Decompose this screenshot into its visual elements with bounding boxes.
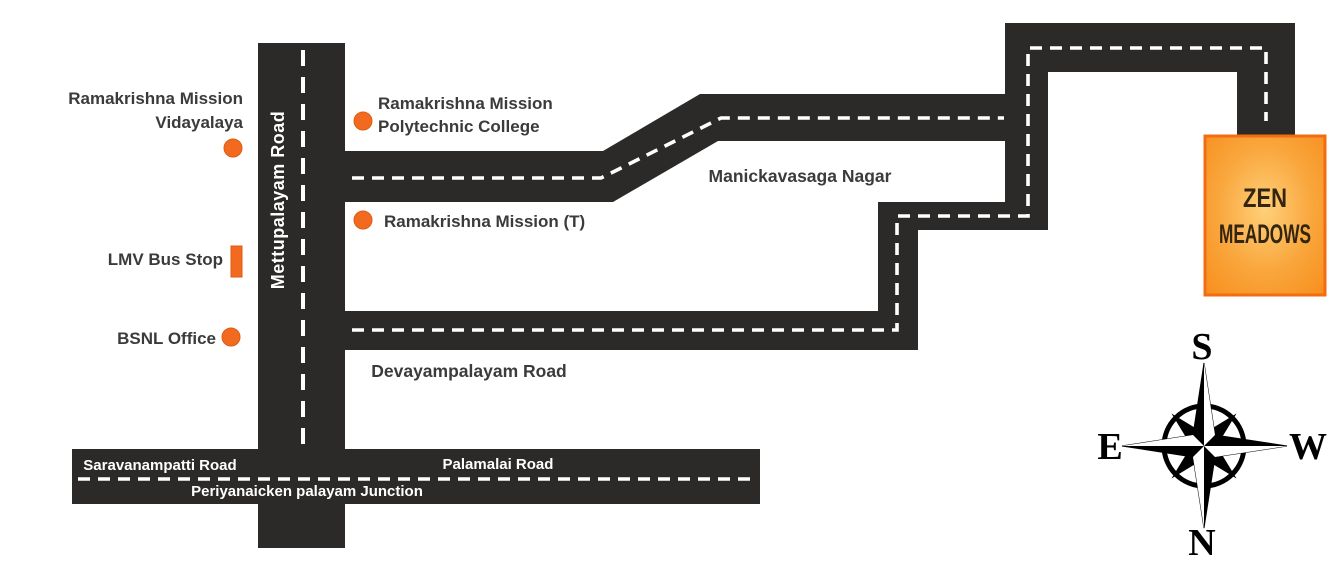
label-palamalai-road: Palamalai Road <box>443 456 554 473</box>
label-mission-t: Ramakrishna Mission (T) <box>384 212 585 231</box>
zen-meadows-box <box>1203 134 1327 297</box>
lmv-bus-stop-bar-marker <box>230 245 243 278</box>
zen-meadows-line1: ZEN <box>1243 183 1287 213</box>
label-periyanaicken-junction: Periyanaicken palayam Junction <box>191 483 423 500</box>
compass-letter-right: W <box>1289 426 1327 468</box>
center-line-devayampalayam-route <box>352 46 1268 332</box>
label-mettupalayam-road: Mettupalayam Road <box>268 111 288 290</box>
road-bottom <box>72 449 760 504</box>
road-diagonal-segment <box>603 94 718 202</box>
compass-north-highlight <box>1204 363 1215 446</box>
compass-letter-bottom: N <box>1188 522 1215 564</box>
project-box: ZEN MEADOWS <box>1203 134 1327 297</box>
compass-west-highlight <box>1122 435 1204 446</box>
center-line-polytechnic-route <box>352 116 1004 180</box>
vidayalaya-dot-marker <box>223 138 243 158</box>
mission-t-dot-marker <box>353 210 373 230</box>
compass-letter-left: E <box>1097 426 1122 468</box>
label-vidayalaya-line2: Vidayalaya <box>155 113 243 132</box>
road-network <box>72 23 1295 548</box>
label-lmv-bus-stop: LMV Bus Stop <box>108 250 223 269</box>
label-bsnl-office: BSNL Office <box>117 329 216 348</box>
label-saravanampatti-road: Saravanampatti Road <box>83 457 236 474</box>
compass-south-highlight <box>1193 446 1204 528</box>
label-polytechnic-line2: Polytechnic College <box>378 117 540 136</box>
zen-meadows-line2: MEADOWS <box>1219 219 1311 249</box>
label-polytechnic-line1: Ramakrishna Mission <box>378 94 553 113</box>
road-manickavasaga-segment <box>700 94 1048 141</box>
label-vidayalaya-line1: Ramakrishna Mission <box>68 89 243 108</box>
compass-letter-top: S <box>1191 326 1212 368</box>
compass-east-highlight <box>1204 446 1287 457</box>
landmark-markers <box>221 111 373 347</box>
compass-rose: S N E W <box>1097 326 1327 564</box>
label-devayampalayam-road: Devayampalayam Road <box>371 361 567 381</box>
polytechnic-dot-marker <box>353 111 373 131</box>
label-manickavasaga-nagar: Manickavasaga Nagar <box>709 166 892 186</box>
road-center-lines <box>78 46 1268 481</box>
labels: Ramakrishna Mission Vidayalaya Ramakrish… <box>68 89 891 500</box>
bsnl-office-dot-marker <box>221 327 241 347</box>
